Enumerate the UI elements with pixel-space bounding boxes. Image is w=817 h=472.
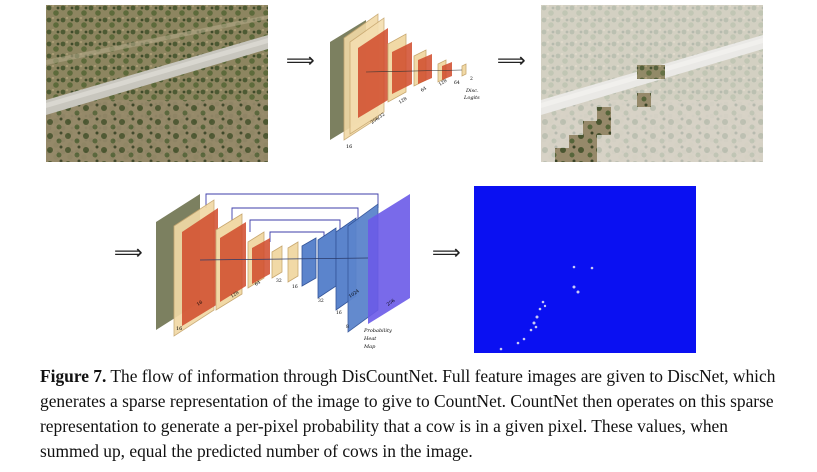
figure-label: Figure 7. <box>40 366 107 386</box>
discnet-output-label: Logits <box>463 95 480 101</box>
countnet-encoder-pool <box>252 238 270 284</box>
countnet-output-label: Heat <box>363 336 377 342</box>
countnet-layers: 16 16 128 64 32 16 32 16 1024 256 8 Prob… <box>156 193 410 350</box>
countnet-dim-label: 32 <box>318 298 324 304</box>
countnet-encoder-block <box>271 245 283 279</box>
discnet-dim-label: 64 <box>454 80 460 86</box>
flow-arrow-2: ⟹ <box>497 48 526 72</box>
input-aerial-image <box>46 5 268 162</box>
sparse-patch <box>555 148 597 162</box>
discnet-layers: 16 256/32 128 64 128 64 2 Disc. Logits <box>330 13 480 150</box>
discnet-pool-block <box>442 62 452 80</box>
flow-arrow-3: ⟹ <box>114 240 143 264</box>
countnet-output-label: Map <box>363 344 376 350</box>
sparse-patch <box>597 107 611 121</box>
sparse-patch <box>637 93 651 107</box>
discnet-output-label: Disc. <box>465 88 479 94</box>
countnet-output-block <box>368 194 410 324</box>
selected-patches <box>555 65 665 162</box>
countnet-dim-label: 16 <box>176 326 182 332</box>
countnet-diagram: 16 16 128 64 32 16 32 16 1024 256 8 Prob… <box>152 186 418 356</box>
countnet-dim-label: 64 <box>254 279 262 287</box>
discnet-diagram: 16 256/32 128 64 128 64 2 Disc. Logits <box>326 0 486 152</box>
countnet-dim-label: 16 <box>196 299 204 307</box>
sparse-representation-image <box>541 5 763 162</box>
countnet-bottleneck <box>287 241 299 283</box>
discnet-pool-block <box>392 42 412 94</box>
countnet-decoder-block <box>317 227 337 299</box>
countnet-dim-label: 32 <box>276 278 282 284</box>
sparse-patch <box>569 135 597 149</box>
countnet-encoder-pool <box>182 208 218 326</box>
heat-map-points <box>499 265 594 351</box>
countnet-dim-label: 16 <box>336 310 342 316</box>
sparse-patch <box>637 65 665 79</box>
countnet-output-label: Probability <box>363 328 392 334</box>
countnet-decoder-block <box>301 237 317 287</box>
caption-text: The flow of information through DisCount… <box>40 366 776 461</box>
discnet-dim-label: 64 <box>420 85 428 93</box>
flow-arrow-4: ⟹ <box>432 240 461 264</box>
cow-probability-dots <box>499 265 594 351</box>
countnet-dim-label: 16 <box>292 284 298 290</box>
discnet-flow-line <box>365 69 463 73</box>
aerial-image-graphic <box>46 5 268 162</box>
discnet-output-block <box>461 63 467 77</box>
discnet-pool-block <box>418 54 432 84</box>
discnet-dim-label: 128 <box>438 78 449 88</box>
sparse-image-graphic <box>541 5 763 162</box>
figure-caption: Figure 7. The flow of information throug… <box>40 364 785 464</box>
discnet-pool-block <box>358 28 388 118</box>
countnet-dim-label: 1024 <box>348 288 361 300</box>
countnet-encoder-pool <box>220 222 246 302</box>
probability-heat-map <box>474 186 696 353</box>
countnet-dim-label: 256 <box>386 298 397 308</box>
discnet-dim-label: 128 <box>398 96 409 106</box>
countnet-flow-line <box>199 257 369 261</box>
flow-arrow-1: ⟹ <box>286 48 315 72</box>
countnet-dim-label: 8 <box>346 324 349 330</box>
countnet-dim-label: 128 <box>230 290 241 300</box>
discnet-dim-label: 16 <box>346 144 352 150</box>
sparse-patch <box>583 121 611 135</box>
discnet-dim-label: 2 <box>470 76 473 82</box>
